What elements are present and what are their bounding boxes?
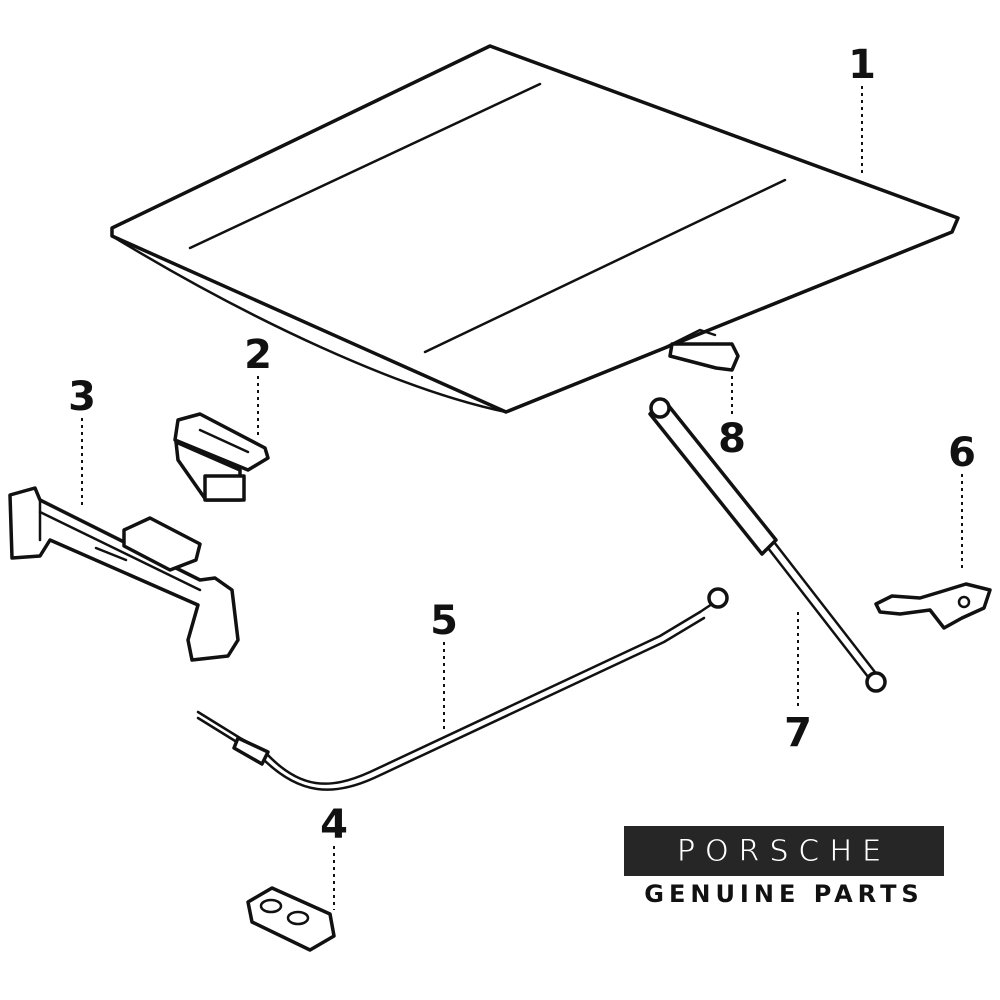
callout-6: 6: [948, 430, 976, 476]
callouts: 1 2 3 4 5 6 7 8: [68, 42, 976, 848]
hood-panel: [110, 44, 960, 414]
hood-latch: [173, 412, 270, 502]
hood-hinge: [874, 582, 992, 630]
release-cable: [196, 587, 729, 791]
callout-2: 2: [244, 332, 272, 378]
callout-1: 1: [848, 42, 876, 88]
callout-7: 7: [784, 710, 812, 756]
latch-support: [8, 486, 240, 662]
callout-5: 5: [430, 598, 458, 644]
callout-3: 3: [68, 374, 96, 420]
hood-seal: [658, 328, 740, 372]
porsche-logo: PORSCHE: [624, 826, 944, 876]
callout-4: 4: [320, 802, 348, 848]
leader-lines: [81, 86, 963, 910]
release-grommet: [246, 886, 336, 952]
callout-8: 8: [718, 416, 746, 462]
genuine-parts-tagline: GENUINE PARTS: [644, 880, 924, 908]
gas-strut: [648, 397, 887, 693]
logo-wordmark: PORSCHE: [676, 833, 892, 869]
